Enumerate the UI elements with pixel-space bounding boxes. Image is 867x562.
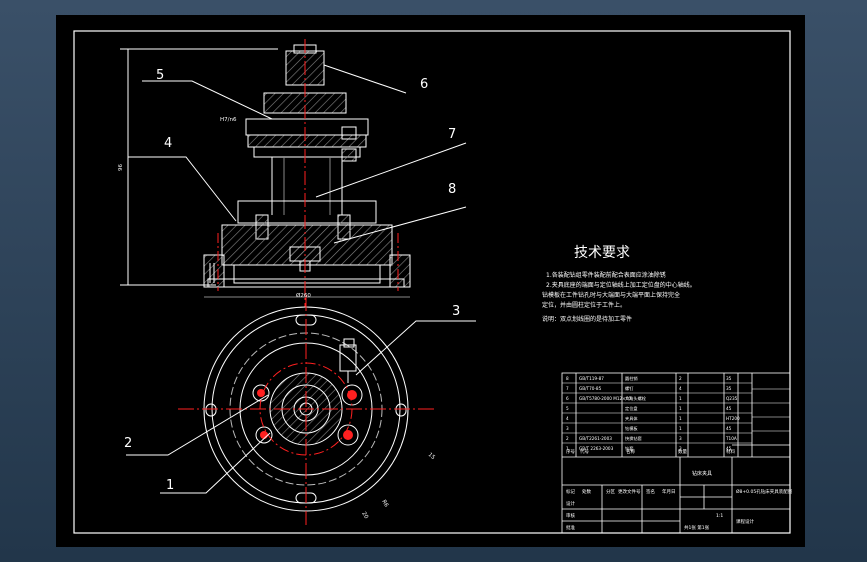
dim-b: R6 [380, 499, 389, 509]
part-label-3: 3 [452, 304, 460, 319]
part-label-4: 4 [164, 136, 172, 151]
bom-header-code: 代号 [580, 448, 589, 455]
bom-header-material: 材料 [726, 448, 735, 455]
bom-cell: 1 [679, 426, 682, 431]
part-labels: 5 6 4 7 8 3 2 1 [124, 68, 460, 493]
tech-line-2: 2.夹具底座的端面与定位轴线上加工定位盘的中心轴线。 [546, 281, 696, 289]
drawing-number: Ø8+0.05孔钻床夹具装配图 [736, 488, 793, 495]
bom-cell: 45 [726, 426, 732, 431]
drawing-sheet: 5 6 4 7 8 3 2 1 H7/n6 96 Ø260 15 R6 20 技… [56, 15, 805, 547]
part-label-5: 5 [156, 68, 164, 83]
bom-cell: 3 [679, 436, 682, 441]
mark-6: 年月日 [662, 488, 676, 495]
bom-cell: 快换钻套 [625, 435, 643, 442]
bom-cell: 45 [726, 446, 732, 451]
bom-cell: 1 [679, 406, 682, 411]
bom-row-lines [562, 382, 790, 444]
title-block-text: 序号 代号 名称 数量 材料 钻床夹具 Ø8+0.05孔钻床夹具装配图 1:1 … [566, 448, 793, 531]
mark-5: 签名 [646, 488, 655, 495]
height-dimension: 96 [118, 164, 124, 171]
drawing-frame [73, 30, 791, 534]
bom-cell: 6 [566, 396, 569, 401]
bom-cell: 35 [726, 376, 732, 381]
mark-1: 标记 [566, 488, 575, 495]
drawing-title: 钻床夹具 [692, 470, 712, 477]
mark-2: 处数 [582, 488, 591, 495]
bom-cell: 圆柱销 [625, 375, 638, 382]
bom-cell: 45 [726, 406, 732, 411]
check-label: 审核 [566, 512, 575, 519]
width-dimension: Ø260 [296, 292, 311, 299]
part-label-7: 7 [448, 127, 456, 142]
bom-header-name: 名称 [626, 448, 635, 455]
bom-cell: GB/T5780-2000 M12×60 [579, 396, 631, 401]
tech-title: 技术要求 [574, 245, 630, 261]
bom-cell: 7 [566, 386, 569, 391]
drawing-scale: 1:1 [716, 513, 723, 519]
bom-cell: GB/T 2263-2003 [579, 446, 614, 451]
dim-c: 20 [360, 511, 369, 520]
drawing-canvas: 5 6 4 7 8 3 2 1 H7/n6 96 Ø260 15 R6 20 技… [73, 30, 793, 534]
bom-cell: 夹具体 [625, 415, 638, 422]
bom-cell: 8 [566, 376, 569, 381]
bom-cell: 螺钉 [625, 385, 634, 392]
top-center-lines [178, 295, 434, 525]
tech-note: 说明：双点划线圈的是待加工零件 [542, 315, 632, 323]
bom-cell: 3 [566, 426, 569, 431]
mark-3: 分区 [606, 488, 615, 495]
bom-cell: GB/T2261-2003 [579, 436, 612, 441]
bom-cell: 钻套 [625, 445, 634, 452]
tech-line-1: 1.各装配钻组零件装配前配合表面应涂油除锈 [546, 271, 666, 279]
part-label-8: 8 [448, 182, 456, 197]
bom-cell: GB/T70-85 [579, 386, 602, 391]
bom-header-qty: 数量 [678, 448, 687, 455]
technical-requirements: 技术要求 1.各装配钻组零件装配前配合表面应涂油除锈 2.夹具底座的端面与定位轴… [542, 245, 696, 323]
dimension-texts: H7/n6 96 Ø260 15 R6 20 [118, 117, 436, 520]
bom-cell: 35 [726, 386, 732, 391]
design-label: 设计 [566, 500, 575, 507]
bom-cell: 4 [566, 416, 569, 421]
bom-cell: T10A [725, 436, 737, 441]
front-center-lines [217, 39, 399, 307]
bom-cell: 1 [679, 416, 682, 421]
mark-4: 更改文件号 [618, 488, 641, 495]
bom-cell: 5 [566, 406, 569, 411]
bom-cell: 1 [679, 396, 682, 401]
bom-cell: 2 [679, 376, 682, 381]
part-label-2: 2 [124, 436, 132, 451]
fit-dimension: H7/n6 [220, 117, 237, 123]
sheet-count: 共1张 第1张 [684, 524, 710, 531]
bom-cell: GB/T119-87 [579, 376, 604, 381]
part-label-6: 6 [420, 77, 428, 92]
approve-label: 批准 [566, 524, 575, 531]
bom-cell: 钻模板 [625, 425, 638, 432]
dim-a: 15 [427, 452, 437, 461]
part-label-1: 1 [166, 478, 174, 493]
bom-cell: 定位盘 [625, 405, 638, 412]
bom-cell: 4 [679, 386, 682, 391]
base-pins [209, 263, 215, 283]
bom-cell: HT200 [726, 416, 740, 421]
bom-cell: 1 [566, 446, 569, 451]
tech-line-3: 钻模板在工件钻孔时与大端面与大端平面上保持完全 [542, 291, 680, 299]
bom-cell: 2 [566, 436, 569, 441]
bom-header-no: 序号 [566, 448, 575, 455]
school-name: 课程设计 [736, 518, 754, 525]
leader-lines [126, 64, 476, 494]
bom-cell: Q235 [726, 396, 738, 401]
tech-line-4: 定位，并由圆柱定位于工件上。 [542, 301, 626, 309]
bom-cell: 六角头螺栓 [625, 395, 647, 402]
bom-cell: 3 [679, 446, 682, 451]
